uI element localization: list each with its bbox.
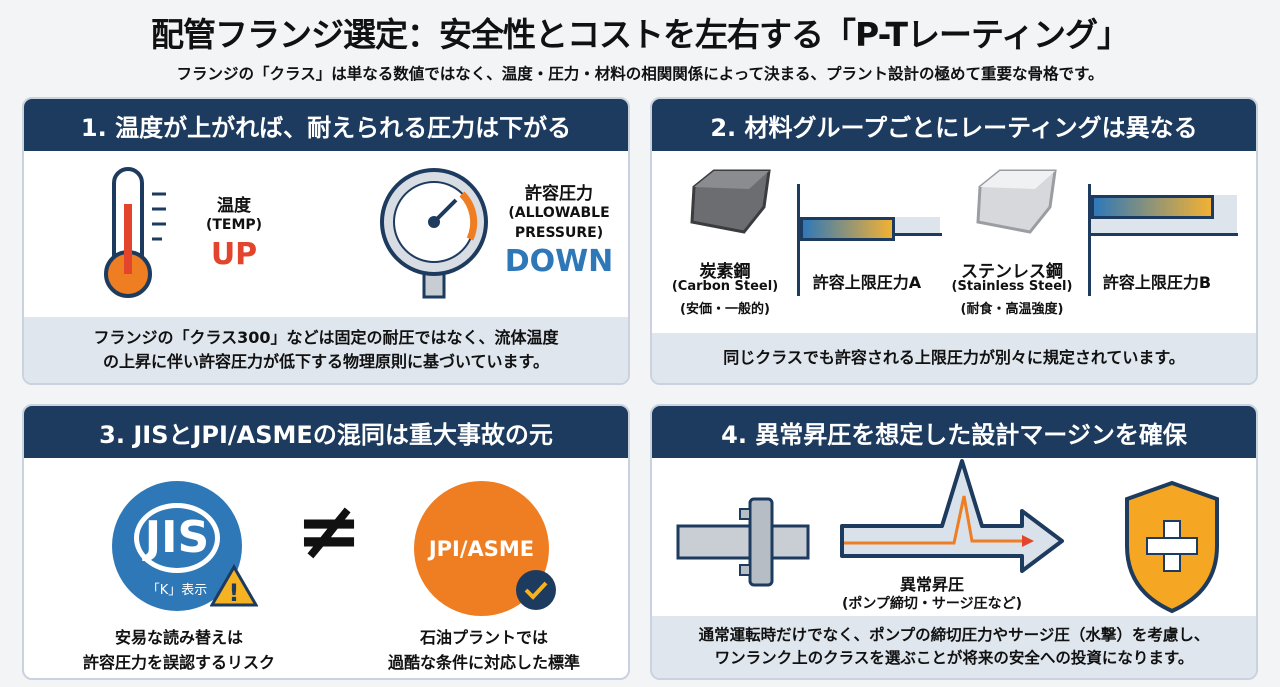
carbon-steel-en: (Carbon Steel) xyxy=(671,279,779,294)
panel-footer: 通常運転時だけでなく、ポンプの締切圧力やサージ圧（水撃）を考慮し、 ワンランク上… xyxy=(652,616,1256,678)
chart-axis xyxy=(1088,184,1091,296)
panel-standards: 3. JISとJPI/ASMEの混同は重大事故の元 JIS 「K」表示 ! ≠ … xyxy=(22,404,630,680)
footer-line: 通常運転時だけでなく、ポンプの締切圧力やサージ圧（水撃）を考慮し、 xyxy=(698,625,1210,644)
chart-axis xyxy=(1088,233,1238,236)
panel-material-groups: 2. 材料グループごとにレーティングは異なる 炭素鋼 (Carbon Steel… xyxy=(650,97,1258,385)
page-title: 配管フランジ選定：安全性とコストを左右する「P-Tレーティング」 xyxy=(151,15,1130,54)
pipe-flange-icon xyxy=(676,497,810,587)
pressure-gauge-icon xyxy=(380,168,488,299)
pressure-spike-arrow-icon xyxy=(840,459,1064,573)
footer-line: 同じクラスでも許容される上限圧力が別々に規定されています。 xyxy=(723,348,1185,367)
check-icon xyxy=(516,570,556,610)
footer-line: フランジの「クラス300」などは固定の耐圧ではなく、流体温度 xyxy=(93,328,559,347)
carbon-steel-block-icon xyxy=(690,169,771,234)
allowable-pressure-bar-a xyxy=(800,217,895,241)
carbon-steel-label: 炭素鋼 xyxy=(699,262,751,282)
jis-logo: JIS 「K」表示 xyxy=(112,481,242,611)
jis-caption: 安易な読み替えは xyxy=(114,628,243,647)
panel-heading: 4. 異常昇圧を想定した設計マージンを確保 xyxy=(652,406,1256,458)
temp-up: UP xyxy=(210,237,258,272)
bar-a-label: 許容上限圧力A xyxy=(812,273,922,292)
surge-note: (ポンプ締切・サージ圧など) xyxy=(841,596,1023,612)
panel-heading: 3. JISとJPI/ASMEの混同は重大事故の元 xyxy=(24,406,628,458)
surge-label: 異常昇圧 xyxy=(899,575,964,594)
pressure-label: 許容圧力 xyxy=(525,184,593,204)
jpi-asme-text: JPI/ASME xyxy=(428,536,535,561)
panel-design-margin: 4. 異常昇圧を想定した設計マージンを確保 異常昇圧 (ポンプ締切・サージ圧など… xyxy=(650,404,1258,680)
thermometer-icon xyxy=(104,167,166,298)
temp-en: (TEMP) xyxy=(205,217,263,233)
svg-text:!: ! xyxy=(229,579,240,607)
jpi-caption: 石油プラントでは xyxy=(419,628,548,647)
shield-plus-icon xyxy=(1125,480,1219,614)
panel-footer: フランジの「クラス300」などは固定の耐圧ではなく、流体温度 の上昇に伴い許容圧… xyxy=(24,317,628,383)
chart-axis xyxy=(797,184,800,296)
carbon-steel-note: (安価・一般的) xyxy=(680,302,770,317)
warning-icon: ! xyxy=(210,564,258,607)
stainless-steel-label: ステンレス鋼 xyxy=(961,262,1063,282)
jis-logo-text: JIS xyxy=(134,503,220,573)
panel-heading: 2. 材料グループごとにレーティングは異なる xyxy=(652,99,1256,151)
pressure-down: DOWN xyxy=(504,244,614,279)
pressure-en-1: (ALLOWABLE xyxy=(508,205,610,221)
pressure-en-2: PRESSURE) xyxy=(514,225,604,241)
footer-line: の上昇に伴い許容圧力が低下する物理原則に基づいています。 xyxy=(103,352,549,371)
surge-diagram xyxy=(676,459,1219,614)
panel-temperature-pressure: 1. 温度が上がれば、耐えられる圧力は下がる 温度 (TEMP) UP 許容圧力… xyxy=(22,97,630,385)
stainless-steel-note: (耐食・高温強度) xyxy=(960,302,1064,317)
jpi-caption: 過酷な条件に対応した標準 xyxy=(387,653,580,672)
panel-footer: 同じクラスでも許容される上限圧力が別々に規定されています。 xyxy=(652,333,1256,383)
stainless-steel-block-icon xyxy=(976,169,1057,234)
not-equal-icon: ≠ xyxy=(295,484,363,577)
temp-label: 温度 xyxy=(217,196,251,216)
footer-line: ワンランク上のクラスを選ぶことが将来の安全への投資になります。 xyxy=(714,649,1194,667)
allowable-pressure-bar-b xyxy=(1091,195,1214,219)
stainless-steel-en: (Stainless Steel) xyxy=(951,279,1073,294)
jis-caption: 許容圧力を誤認するリスク xyxy=(82,653,275,672)
panel-heading: 1. 温度が上がれば、耐えられる圧力は下がる xyxy=(24,99,628,151)
bar-b-label: 許容上限圧力B xyxy=(1102,273,1212,292)
page-subtitle: フランジの「クラス」は単なる数値ではなく、温度・圧力・材料の相関関係によって決ま… xyxy=(176,65,1104,83)
jis-mark: 「K」表示 xyxy=(146,583,208,598)
